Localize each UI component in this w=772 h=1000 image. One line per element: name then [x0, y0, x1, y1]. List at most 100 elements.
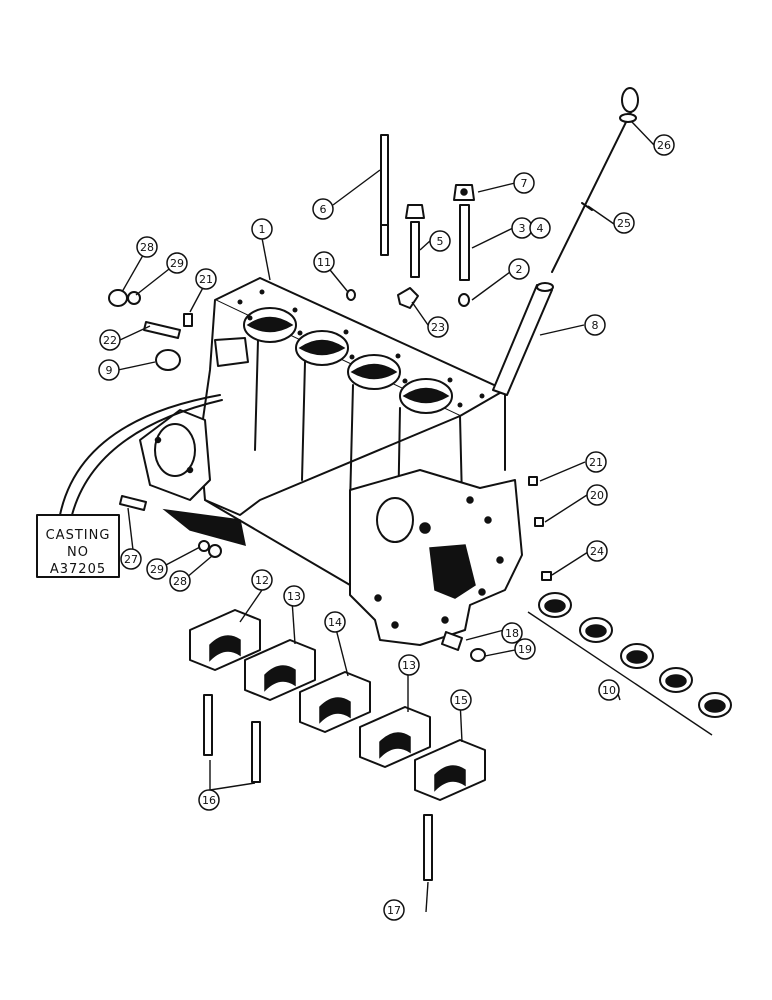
callout-number: 27 — [124, 553, 138, 566]
callout-6: 6 — [312, 198, 334, 220]
callout-circle — [136, 236, 158, 258]
casting-label-line1: CASTING — [46, 528, 111, 543]
callout-7: 7 — [513, 172, 535, 194]
callout-number: 1 — [259, 223, 266, 236]
callout-22: 22 — [99, 329, 121, 351]
callout-number: 19 — [518, 643, 532, 656]
callout-number: 28 — [173, 575, 187, 588]
callout-number: 6 — [320, 203, 327, 216]
callout-circle — [429, 230, 451, 252]
plug — [108, 289, 128, 307]
callout-number: 25 — [617, 217, 631, 230]
callout-24: 24 — [586, 540, 608, 562]
callout-15: 15 — [450, 689, 472, 711]
callout-25: 25 — [613, 212, 635, 234]
callout-21: 21 — [585, 451, 607, 473]
callout-number: 3 — [519, 222, 526, 235]
callout-14: 14 — [324, 611, 346, 633]
callout-26: 26 — [653, 134, 675, 156]
dipstick-handle — [621, 87, 639, 113]
casting-leader — [59, 394, 221, 516]
callout-circle — [586, 540, 608, 562]
callout-number: 28 — [140, 241, 154, 254]
callout-circle — [251, 569, 273, 591]
bolt — [119, 495, 147, 511]
callout-circle — [383, 899, 405, 921]
callout-27: 27 — [120, 548, 142, 570]
callout-20: 20 — [586, 484, 608, 506]
callout-number: 16 — [202, 794, 216, 807]
stud-long — [380, 134, 389, 256]
main-bearings — [527, 592, 732, 736]
callout-number: 5 — [437, 235, 444, 248]
callout-circle — [513, 172, 535, 194]
callout-circle — [166, 252, 188, 274]
dipstick — [551, 109, 633, 273]
callout-29: 29 — [146, 558, 168, 580]
casting-label-line2: NO — [67, 545, 89, 560]
callout-number: 10 — [602, 684, 616, 697]
cylinder-block — [139, 277, 523, 646]
bolt-18 — [441, 631, 463, 651]
callout-11: 11 — [313, 251, 335, 273]
callout-3: 3 — [511, 217, 533, 239]
callout-circle — [584, 314, 606, 336]
callout-circle — [585, 451, 607, 473]
callout-circle — [613, 212, 635, 234]
casting-number-box — [36, 514, 120, 578]
callout-5: 5 — [429, 230, 451, 252]
callout-number: 13 — [287, 590, 301, 603]
callout-circle — [146, 558, 168, 580]
dowel — [183, 313, 193, 327]
callout-number: 26 — [657, 139, 671, 152]
oil-tube — [492, 284, 553, 396]
callout-circle — [427, 316, 449, 338]
callout-number: 23 — [431, 321, 445, 334]
plug-20 — [534, 517, 544, 527]
callout-1: 1 — [251, 218, 273, 240]
callout-circle — [198, 789, 220, 811]
callout-8: 8 — [584, 314, 606, 336]
callout-2: 2 — [508, 258, 530, 280]
callout-number: 11 — [317, 256, 331, 269]
pin — [143, 321, 181, 339]
callout-number: 14 — [328, 616, 342, 629]
callout-number: 4 — [537, 222, 544, 235]
callout-17: 17 — [383, 899, 405, 921]
plug-21 — [528, 476, 538, 486]
callout-circle — [598, 679, 620, 701]
callout-13: 13 — [398, 654, 420, 676]
callout-21: 21 — [195, 268, 217, 290]
callout-28: 28 — [169, 570, 191, 592]
callout-28: 28 — [136, 236, 158, 258]
callout-circle — [99, 329, 121, 351]
callout-circle — [501, 622, 523, 644]
cap-bolt — [251, 721, 261, 783]
callout-23: 23 — [427, 316, 449, 338]
callout-circle — [120, 548, 142, 570]
casting-label-line3: A37205 — [50, 562, 106, 577]
plug-small — [346, 289, 356, 301]
callout-circle — [195, 268, 217, 290]
callout-circle — [169, 570, 191, 592]
bearing-caps — [189, 609, 486, 801]
callout-13: 13 — [283, 585, 305, 607]
callout-number: 8 — [592, 319, 599, 332]
callout-circle — [324, 611, 346, 633]
callout-number: 2 — [516, 263, 523, 276]
callout-circle — [514, 638, 536, 660]
stud-3-4 — [459, 204, 470, 281]
stud-nut — [405, 204, 425, 219]
cap-bolt-long — [423, 814, 433, 881]
callout-number: 24 — [590, 545, 604, 558]
callout-number: 9 — [106, 364, 113, 377]
callout-number: 7 — [521, 177, 528, 190]
leader-lines — [117, 121, 655, 913]
callout-number: 13 — [402, 659, 416, 672]
callout-number: 29 — [150, 563, 164, 576]
callout-circle — [283, 585, 305, 607]
callout-circle — [313, 251, 335, 273]
callout-number: 20 — [590, 489, 604, 502]
